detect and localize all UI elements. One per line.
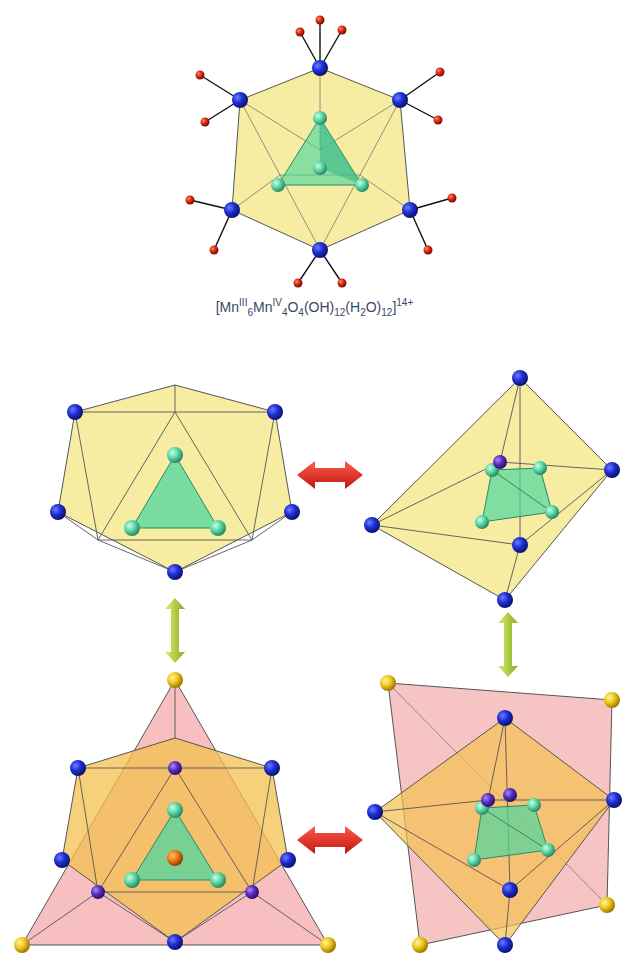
formula-part: O bbox=[287, 299, 298, 315]
formula-subscript: 12 bbox=[334, 307, 345, 318]
formula-subscript: 6 bbox=[247, 307, 253, 318]
formula-subscript: 12 bbox=[381, 307, 392, 318]
formula-part: ] bbox=[392, 299, 396, 315]
octahedron-view bbox=[364, 370, 620, 608]
top-cluster bbox=[186, 16, 457, 288]
double-arrow bbox=[498, 612, 518, 677]
formula-subscript: 2 bbox=[360, 307, 366, 318]
icosahedron-in-tetrahedron bbox=[14, 672, 336, 953]
formula-part: (H bbox=[345, 299, 360, 315]
double-arrow bbox=[297, 461, 363, 489]
formula-superscript: III bbox=[239, 297, 247, 308]
formula-subscript: 4 bbox=[282, 307, 288, 318]
formula-part: Mn bbox=[253, 299, 272, 315]
formula-part: [Mn bbox=[216, 299, 239, 315]
octahedron-in-tetrahedron bbox=[367, 675, 622, 953]
icosahedron-view bbox=[50, 385, 300, 580]
formula-part: (OH) bbox=[304, 299, 334, 315]
formula-superscript: 14+ bbox=[396, 297, 413, 308]
formula-label: [MnIII6MnIV4O4(OH)12(H2O)12]14+ bbox=[0, 296, 629, 320]
formula-part: O) bbox=[366, 299, 382, 315]
formula-subscript: 4 bbox=[298, 307, 304, 318]
double-arrow bbox=[165, 598, 185, 663]
double-arrow bbox=[297, 826, 363, 854]
formula-superscript: IV bbox=[272, 297, 281, 308]
